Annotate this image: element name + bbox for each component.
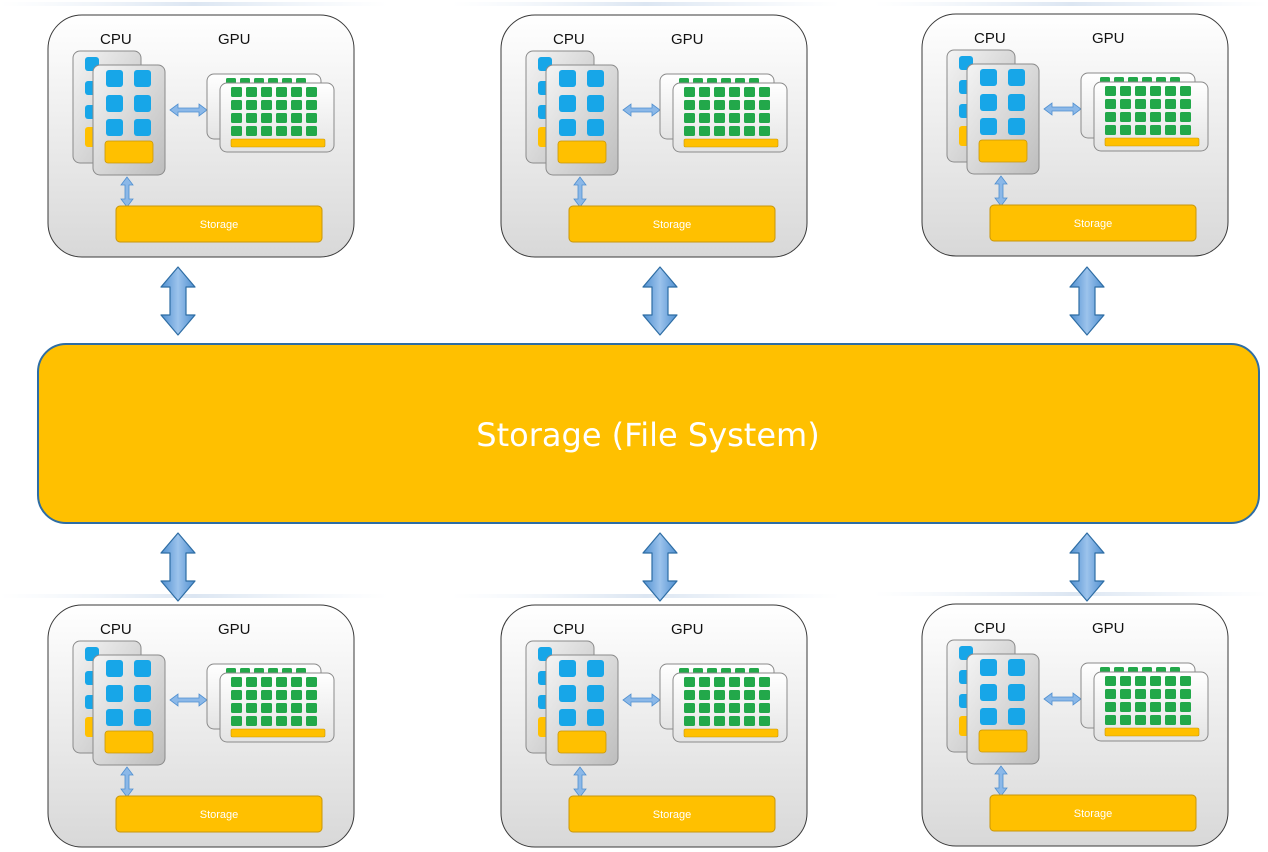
gpu-label: GPU [671, 31, 704, 48]
compute-node-bottom-right: CPU GPU Storage [921, 603, 1229, 847]
double-arrow-icon [160, 266, 196, 336]
double-arrow-icon [1069, 266, 1105, 336]
node-storage-label: Storage [200, 219, 239, 231]
separator-line [0, 594, 388, 598]
cpu-label: CPU [974, 30, 1006, 47]
separator-line [874, 592, 1268, 596]
gpu-label: GPU [1092, 30, 1125, 47]
central-storage-label: Storage (File System) [476, 416, 819, 454]
separator-line [452, 594, 840, 598]
double-arrow-icon [642, 266, 678, 336]
gpu-label: GPU [1092, 620, 1125, 637]
compute-node-bottom-center: CPU GPU Storage [500, 604, 808, 848]
double-arrow-icon [160, 532, 196, 602]
node-storage-label: Storage [653, 219, 692, 231]
node-storage-label: Storage [200, 809, 239, 821]
cpu-label: CPU [553, 31, 585, 48]
cpu-label: CPU [100, 621, 132, 638]
gpu-label: GPU [671, 621, 704, 638]
node-storage-label: Storage [653, 809, 692, 821]
compute-node-top-right: CPU GPU Storage [921, 13, 1229, 257]
central-storage-file-system: Storage (File System) [37, 343, 1260, 524]
node-storage-label: Storage [1074, 808, 1113, 820]
compute-node-bottom-left: CPU GPU Storage [47, 604, 355, 848]
separator-line [0, 2, 388, 6]
gpu-label: GPU [218, 31, 251, 48]
double-arrow-icon [642, 532, 678, 602]
double-arrow-icon [1069, 532, 1105, 602]
gpu-label: GPU [218, 621, 251, 638]
compute-node-top-center: CPU GPU Storage [500, 14, 808, 258]
compute-node-top-left: CPU GPU Storage [47, 14, 355, 258]
separator-line [452, 2, 840, 6]
separator-line [874, 2, 1268, 6]
cpu-label: CPU [974, 620, 1006, 637]
cpu-label: CPU [553, 621, 585, 638]
cpu-label: CPU [100, 31, 132, 48]
node-storage-label: Storage [1074, 218, 1113, 230]
